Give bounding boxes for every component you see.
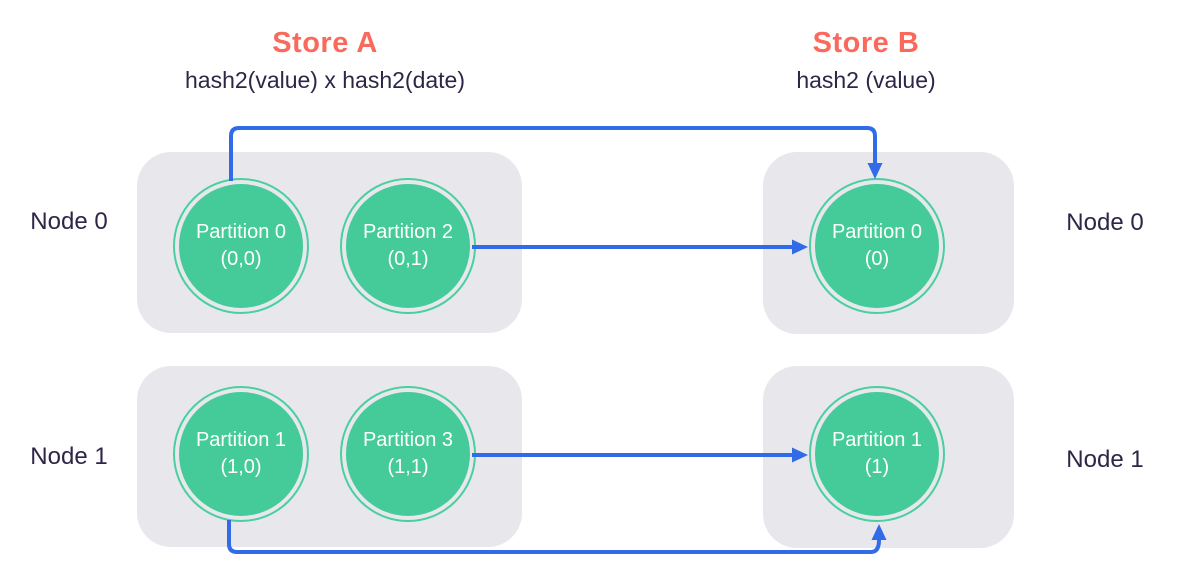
store-a-header: Store A hash2(value) x hash2(date): [130, 27, 520, 94]
partition-index: (0,0): [220, 248, 262, 270]
store-b-partition-1-inner: Partition 1 (1): [815, 392, 939, 516]
arrow-a-partition2-to-b-partition0: [472, 239, 808, 255]
store-b-title: Store B: [812, 27, 920, 59]
store-a-partition-0-circle: Partition 0 (0,0): [173, 178, 309, 314]
store-a-partition-2-circle: Partition 2 (0,1): [340, 178, 476, 314]
store-b-subtitle: hash2 (value): [796, 67, 936, 93]
store-a-partition-2-inner: Partition 2 (0,1): [346, 184, 470, 308]
store-b-partition-0-circle: Partition 0 (0): [809, 178, 945, 314]
store-a-partition-3-inner: Partition 3 (1,1): [346, 392, 470, 516]
store-b-partition-1-circle: Partition 1 (1): [809, 386, 945, 522]
store-a-partition-0-inner: Partition 0 (0,0): [179, 184, 303, 308]
partition-index: (0,1): [387, 248, 429, 270]
store-a-node-1-label: Node 1: [30, 443, 108, 470]
partition-name: Partition 0: [195, 221, 287, 243]
store-b-partition-0-inner: Partition 0 (0): [815, 184, 939, 308]
store-b-header: Store B hash2 (value): [740, 27, 992, 94]
partition-index: (0): [864, 248, 890, 270]
store-a-partition-1-inner: Partition 1 (1,0): [179, 392, 303, 516]
partition-name: Partition 1: [195, 429, 287, 451]
partition-name: Partition 2: [362, 221, 454, 243]
store-a-subtitle: hash2(value) x hash2(date): [185, 67, 465, 93]
store-a-node-0-label: Node 0: [30, 208, 108, 235]
partition-index: (1,0): [220, 456, 262, 478]
partition-name: Partition 0: [831, 221, 923, 243]
arrow-a-partition3-to-b-partition1: [472, 447, 808, 463]
partition-name: Partition 3: [362, 429, 454, 451]
store-b-node-0-label: Node 0: [1066, 209, 1144, 236]
store-b-node-1-label: Node 1: [1066, 446, 1144, 473]
partition-name: Partition 1: [831, 429, 923, 451]
store-a-title: Store A: [272, 27, 378, 59]
partition-index: (1,1): [387, 456, 429, 478]
store-a-partition-1-circle: Partition 1 (1,0): [173, 386, 309, 522]
store-a-partition-3-circle: Partition 3 (1,1): [340, 386, 476, 522]
partition-index: (1): [864, 456, 890, 478]
